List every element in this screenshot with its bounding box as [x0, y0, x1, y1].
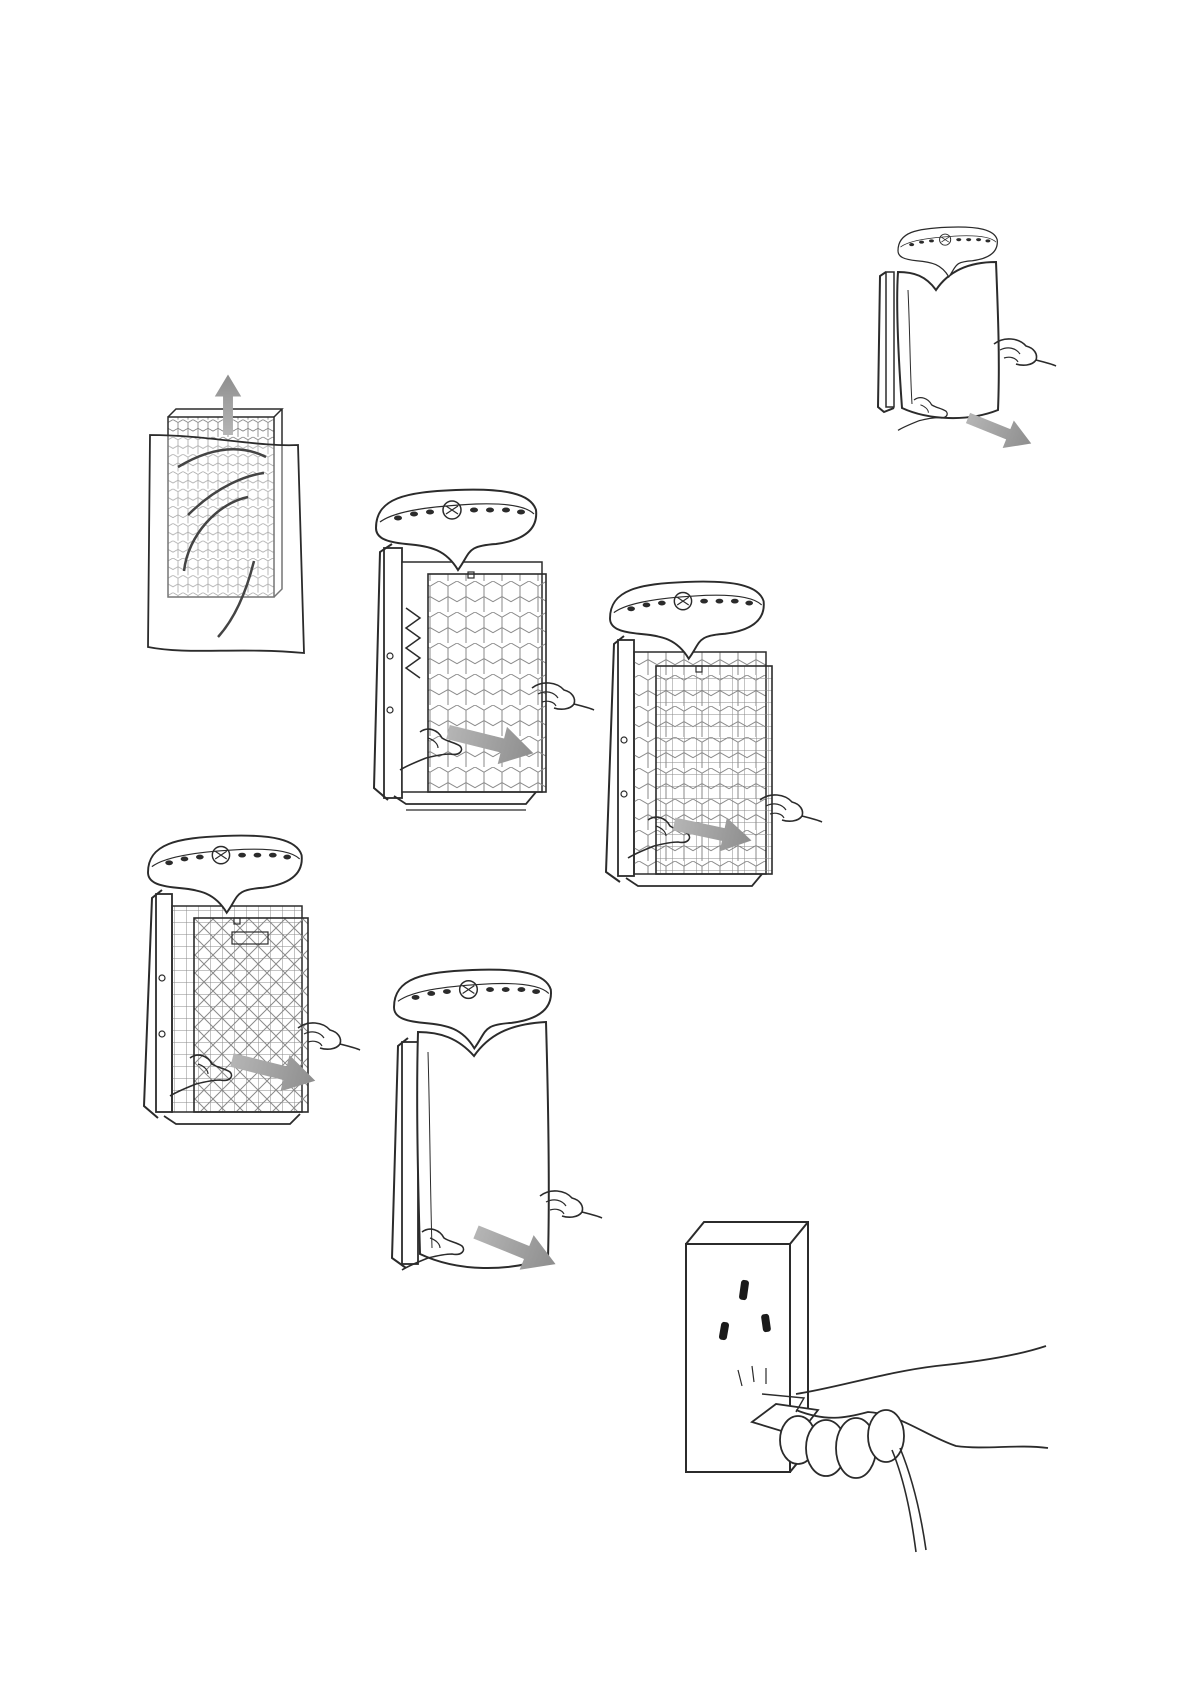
figure-insert-hepa-filter [606, 582, 822, 886]
figure-replace-front-cover [392, 970, 602, 1282]
figure-plug-into-socket [686, 1222, 1048, 1552]
figure-remove-front-cover [878, 227, 1056, 457]
figure-unwrap-filter [148, 375, 304, 654]
figure-insert-pre-filter [144, 836, 360, 1124]
figure-insert-honeycomb-filter [374, 490, 594, 810]
